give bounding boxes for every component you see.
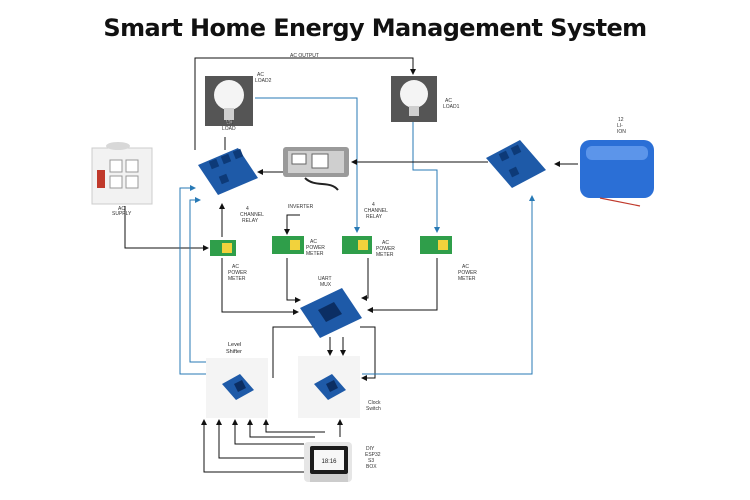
svg-text:4: 4 [246, 206, 249, 212]
wire-meter2-mux [286, 258, 301, 303]
svg-text:Switch: Switch [366, 406, 381, 412]
svg-text:CHANNEL: CHANNEL [240, 212, 264, 218]
svg-text:AC: AC [462, 264, 469, 270]
wire-inverter-meter2 [284, 214, 300, 235]
svg-text:BOX: BOX [366, 464, 377, 470]
svg-text:INVERTER: INVERTER [288, 204, 314, 210]
wire-disp-ls2 [216, 419, 304, 459]
svg-text:ION: ION [617, 129, 626, 135]
svg-text:METER: METER [228, 276, 246, 282]
svg-text:POWER: POWER [306, 245, 325, 251]
svg-text:AC: AC [257, 72, 264, 78]
wire-clock-relay-right [362, 195, 535, 375]
svg-text:12: 12 [618, 117, 624, 123]
relay-4ch-right: 4 CHANNEL RELAY [364, 140, 546, 220]
svg-text:RELAY: RELAY [366, 214, 383, 220]
power-meter-3: AC POWER METER [342, 236, 395, 258]
screen-time: 18:16 [321, 459, 337, 465]
svg-text:CHANNEL: CHANNEL [364, 208, 388, 214]
wire-disp-ls3 [232, 419, 304, 445]
relay-4ch-left: 4 CHANNEL RELAY [198, 148, 264, 224]
bulb-icon [400, 80, 428, 108]
svg-text:AC: AC [226, 120, 233, 126]
svg-text:POWER: POWER [228, 270, 247, 276]
svg-text:LOAD: LOAD [222, 126, 236, 132]
bulb-icon [214, 80, 244, 110]
svg-text:AC: AC [232, 264, 239, 270]
power-meter-2: AC POWER METER [272, 236, 325, 257]
svg-text:AC: AC [118, 206, 125, 212]
svg-text:ESP32: ESP32 [365, 452, 381, 458]
wire-ls-relay-left2 [189, 197, 210, 363]
power-switch-icon [97, 170, 105, 188]
ac-supply: AC SUPPLY [91, 142, 153, 217]
wire-mux-left [272, 326, 318, 378]
svg-text:METER: METER [306, 251, 324, 257]
svg-text:AC: AC [445, 98, 452, 104]
diagram-title: Smart Home Energy Management System [103, 14, 647, 42]
wire-meter4-mux [367, 258, 438, 313]
wire-meter3-mux [361, 258, 369, 301]
wire-supply-meter [124, 206, 209, 251]
svg-text:4: 4 [372, 202, 375, 208]
battery-pack: 12 LI- ION [580, 117, 654, 207]
uart-mux: UART MUX [300, 276, 362, 338]
ac-load2: AC LOAD2 AC LOAD [205, 72, 272, 132]
wires [124, 57, 578, 473]
clock-module: Clock Switch [298, 356, 381, 418]
svg-text:RELAY: RELAY [242, 218, 259, 224]
svg-text:LOAD1: LOAD1 [443, 104, 460, 110]
power-meter-1: AC POWER METER [210, 240, 247, 282]
wire-meter1-mux [221, 258, 299, 315]
svg-text:DIY: DIY [366, 446, 375, 452]
svg-text:AC: AC [382, 240, 389, 246]
svg-text:Clock: Clock [368, 400, 381, 406]
wire-load1-meter [412, 120, 440, 233]
svg-text:POWER: POWER [458, 270, 477, 276]
inverter: INVERTER [283, 147, 349, 210]
level-shifter: Level Shifter [206, 342, 268, 418]
wire-disp-ls5 [263, 419, 325, 433]
svg-text:METER: METER [376, 252, 394, 258]
svg-text:Shifter: Shifter [226, 349, 242, 355]
wire-mux-right [360, 326, 376, 381]
svg-text:AC: AC [310, 239, 317, 245]
svg-text:LOAD2: LOAD2 [255, 78, 272, 84]
wire-ac-output [194, 57, 416, 150]
svg-text:LI-: LI- [617, 123, 623, 129]
wire-load2-meter [255, 97, 360, 233]
svg-text:POWER: POWER [376, 246, 395, 252]
ac-load1: AC LOAD1 AC OUTPUT [290, 53, 460, 122]
svg-text:AC OUTPUT: AC OUTPUT [290, 53, 319, 59]
svg-text:S3: S3 [368, 458, 374, 464]
esp32-display: 18:16 DIY ESP32 S3 BOX [304, 442, 381, 482]
svg-text:METER: METER [458, 276, 476, 282]
wire-ls-relay-left [179, 185, 206, 375]
svg-text:MUX: MUX [320, 282, 332, 288]
power-meter-4: AC POWER METER [420, 236, 477, 282]
wire-disp-ls4 [247, 419, 315, 438]
svg-text:UART: UART [318, 276, 332, 282]
svg-text:Level: Level [228, 342, 241, 348]
svg-text:SUPPLY: SUPPLY [112, 211, 132, 217]
wire-disp-ls1 [201, 419, 304, 473]
